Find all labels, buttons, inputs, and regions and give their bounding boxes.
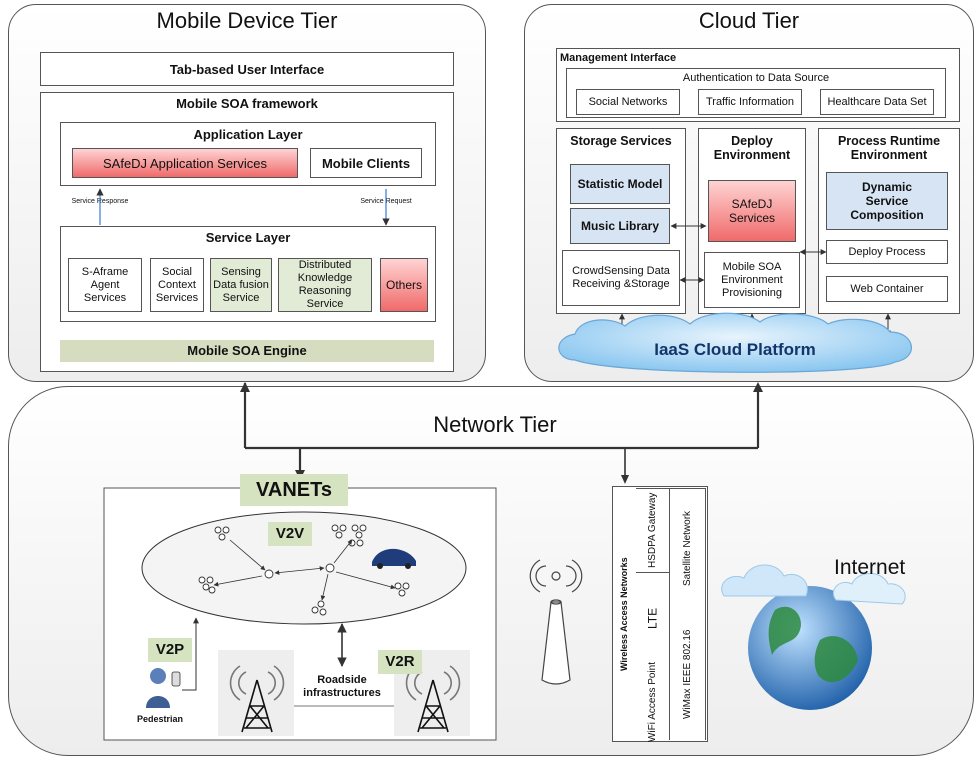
storage-services-title: Storage Services [570,134,672,148]
vehicle-nodes [198,524,410,616]
mobile-clients: Mobile Clients [310,148,422,178]
v2r-label: V2R [378,650,422,674]
dynamic-service-composition: Dynamic Service Composition [826,172,948,230]
cloud-tier-title: Cloud Tier [698,8,800,33]
web-container: Web Container [826,276,948,302]
wireless-access-title: Wireless Access Networks [619,557,629,671]
service-social-context: Social Context Services [150,258,204,312]
traffic-information-source: Traffic Information [698,89,802,115]
roadside-infrastructures: Roadside infrastructures [303,674,381,699]
tab-based-ui: Tab-based User Interface [40,52,454,86]
statistic-model: Statistic Model [570,164,670,204]
wireless-access-networks [612,486,708,742]
service-sensing-data-fusion: Sensing Data fusion Service [210,258,272,312]
pedestrian-icon [146,668,181,708]
internet-globe-icon [721,564,906,710]
network-tier-title: Network Tier [433,412,557,437]
management-interface-title: Management Interface [560,52,677,64]
wimax: WiMax IEEE 802.16 [670,608,706,740]
lte: LTE [636,572,670,664]
car-icon [372,548,416,569]
social-networks-source: Social Networks [576,89,680,115]
service-s-aframe: S-Aframe Agent Services [68,258,142,312]
iaas-cloud-platform: IaaS Cloud Platform [654,340,816,359]
application-layer-title: Application Layer [193,127,303,142]
mobile-tier-title: Mobile Device Tier [156,8,338,33]
deploy-environment-title: Deploy Environment [713,134,791,162]
v2v-label: V2V [268,522,312,546]
service-layer-title: Service Layer [205,230,291,245]
v2p-label: V2P [148,638,192,662]
pedestrian-label: Pedestrian [136,714,184,724]
authentication-title: Authentication to Data Source [682,72,830,84]
deploy-process: Deploy Process [826,240,948,264]
crowdsensing-storage: CrowdSensing Data Receiving &Storage [562,250,680,306]
satellite-network: Satellite Network [670,488,706,608]
process-runtime-title: Process Runtime Environment [837,134,941,162]
v2v-links [213,539,396,601]
safedj-application-services: SAfeDJ Application Services [72,148,298,178]
mobile-soa-environment: Mobile SOA Environment Provisioning [704,252,800,308]
music-library: Music Library [570,208,670,244]
roadside-tower-left [218,650,294,736]
access-point-icon [529,559,583,685]
vanets-label: VANETs [240,474,348,506]
mobile-soa-framework-title: Mobile SOA framework [176,96,318,111]
hsdpa-gateway: HSDPA Gateway [636,488,670,572]
healthcare-data-source: Healthcare Data Set [820,89,934,115]
iaas-cloud-shape [558,312,913,373]
mobile-soa-engine: Mobile SOA Engine [60,340,434,362]
safedj-services: SAfeDJ Services [708,180,796,242]
wifi-access-point: WiFi Access Point [636,662,670,742]
service-distributed-knowledge: Distributed Knowledge Reasoning Service [278,258,372,312]
internet-label: Internet [834,556,906,579]
service-others: Others [380,258,428,312]
